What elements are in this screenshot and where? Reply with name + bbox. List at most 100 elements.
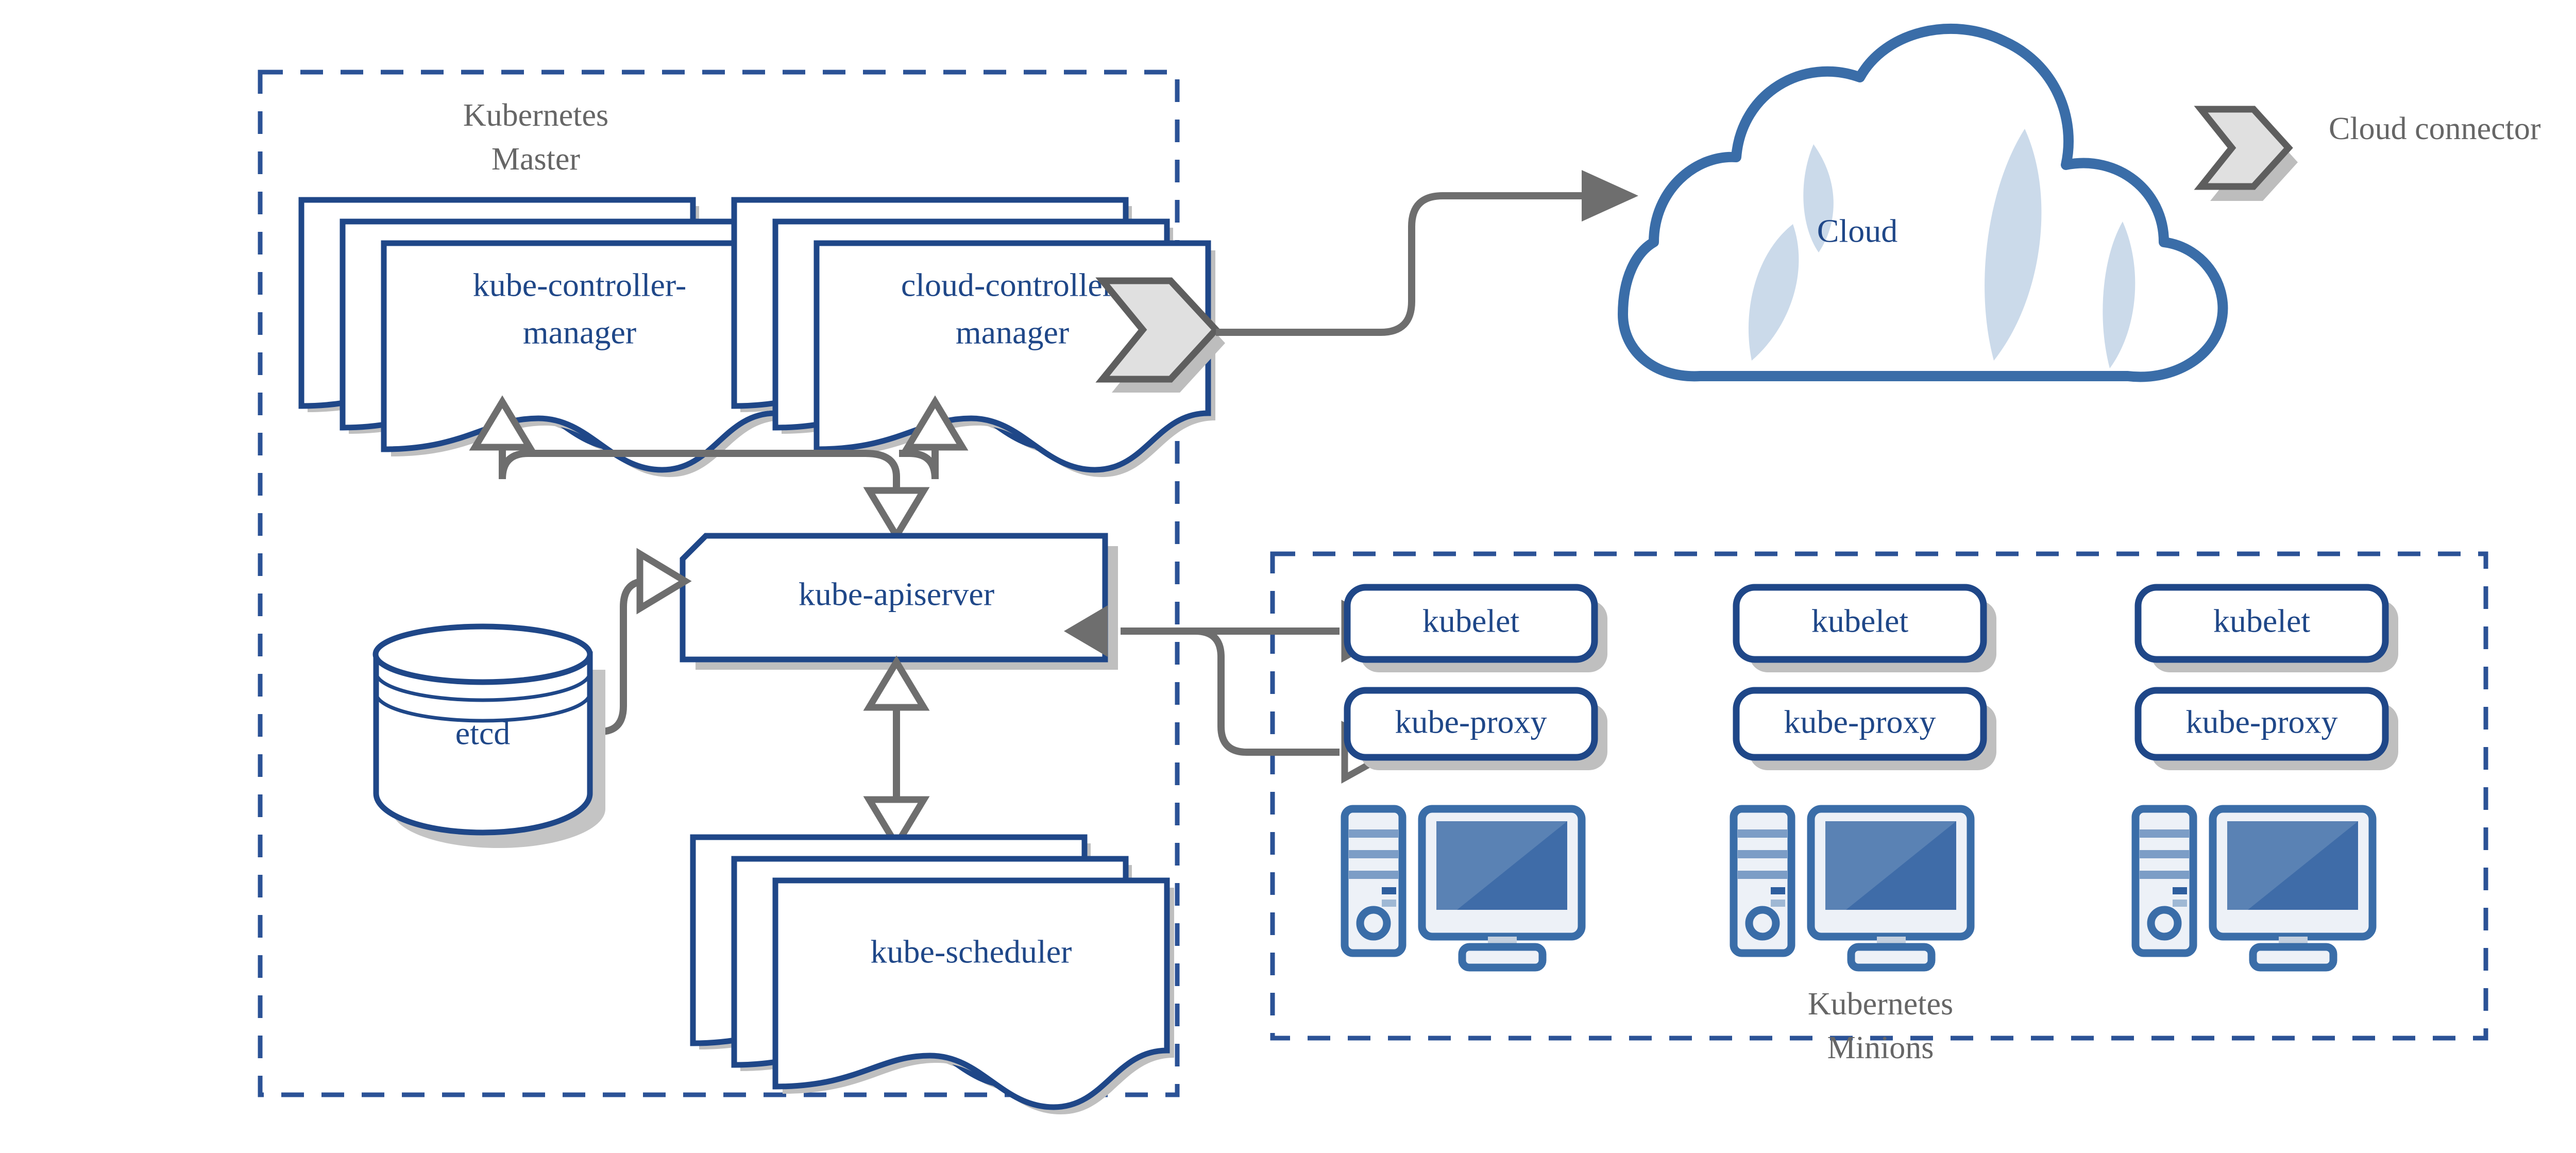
minion-node-3: kubelet kube-proxy [2131,584,2398,972]
kubelet-label: kubelet [1811,603,1909,639]
master-dashed-border [258,70,1180,1097]
etcd-body [373,651,593,836]
kube-proxy-label: kube-proxy [1395,704,1547,740]
arrowhead-to-cloud [1582,170,1638,222]
pc-power-button [1745,906,1780,941]
minion-node-1: kubelet kube-proxy [1341,584,1607,972]
cloud-controller-manager-label-line1: cloud-controller- [901,267,1124,303]
kube-controller-manager[interactable]: kube-controller- manager [298,197,783,477]
pc-band-1 [1738,829,1787,838]
cloud-leaf-1 [1803,144,1834,252]
connector-apiserver-to-controller-managers [469,395,969,542]
kubelet-label: kubelet [1422,603,1520,639]
cloud-outline [1618,23,2228,382]
pc-monitor-stand [1458,943,1547,972]
pc-band-3 [2140,871,2189,879]
kube-proxy-label: kube-proxy [2185,704,2337,740]
pc-led-light [1771,900,1785,907]
connector-cloud-controller-manager-to-cloud [1216,170,1638,336]
pc-monitor-stand [1847,943,1936,972]
kubelet-label: kubelet [2213,603,2311,639]
etcd[interactable]: etcd [372,623,605,848]
arrowhead-up-kcm [469,395,536,451]
apiserver-box [680,533,1108,663]
kube-proxy-box-1[interactable]: kube-proxy [1344,687,1607,770]
kube-apiserver[interactable]: kube-apiserver [680,533,1118,670]
cloud-label: Cloud [1817,213,1897,249]
pc-led-dark [2173,887,2187,894]
pc-led-dark [1771,887,1785,894]
pc-power-button [2147,906,2182,941]
kube-controller-manager-label-line1: kube-controller- [473,267,687,303]
pc-band-3 [1738,871,1787,879]
kube-proxy-rect [1344,687,1598,761]
workstation-icon-1 [1341,805,1586,972]
pc-screen-gloss [1846,821,1956,910]
cloud-controller-manager[interactable]: cloud-controller- manager [731,197,1215,477]
kube-proxy-box-3[interactable]: kube-proxy [2134,687,2398,770]
doc-sheet-front [814,240,1211,473]
arrowhead-down-apiserver [863,487,930,542]
arrowhead-up-ccm [902,395,969,451]
etcd-label: etcd [455,715,511,752]
cloud[interactable]: Cloud [1618,23,2228,382]
master-group-label-line2: Master [492,142,581,177]
minions-group-label: Kubernetes Minions [1808,987,1953,1065]
kubelet-rect [1733,584,1987,663]
doc-sheet-front [381,240,778,473]
connector-line [1216,192,1587,336]
kubernetes-master-group: Kubernetes Master [258,70,1180,1097]
kubelet-box-2[interactable]: kubelet [1733,584,1996,672]
cloud-leaf-2 [1748,224,1799,361]
minions-group-label-line2: Minions [1827,1030,1934,1065]
arrowhead-down-scheduler [863,796,930,852]
workstation-icon-2 [1730,805,1975,972]
kube-apiserver-label: kube-apiserver [799,576,994,613]
kubelet-box-1[interactable]: kubelet [1344,584,1607,672]
etcd-connector-line [592,578,647,735]
kube-proxy-rect [1733,687,1987,761]
minions-group-label-line1: Kubernetes [1808,987,1953,1022]
kubelet-rect [1344,584,1598,663]
legend-label: Cloud connector [2329,111,2541,146]
pc-band-2 [1738,850,1787,858]
branch-line-to-kube-proxy [1121,628,1340,756]
etcd-ring-1 [374,672,592,702]
pc-screen-gloss [1457,821,1567,910]
pc-power-button [1356,906,1391,941]
pc-screen-gloss [2248,821,2358,910]
pc-monitor-stand [2249,943,2337,972]
etcd-top-ellipse [372,623,593,685]
pc-band-3 [1349,871,1398,879]
kube-scheduler[interactable]: kube-scheduler [690,834,1174,1114]
kube-proxy-rect [2134,687,2389,761]
pc-led-light [1382,900,1396,907]
arrowhead-right-apiserver [636,548,692,615]
cloud-connector-icon [2194,106,2293,190]
etcd-ring-2 [374,692,592,723]
arrowhead-up-apiserver [863,655,930,711]
chevron-shape [1095,277,1221,383]
cloud-leaf-4 [2103,222,2136,368]
cloud-connector-icon-on-cloud-controller-manager [1095,277,1225,393]
bus-right-segment [899,450,939,480]
pc-led-light [2173,900,2187,907]
pc-band-2 [2140,850,2189,858]
legend: Cloud connector [2194,106,2541,201]
pc-band-2 [1349,850,1398,858]
connector-apiserver-to-kube-scheduler [863,655,930,852]
kubelet-rect [2134,584,2389,663]
kube-proxy-box-2[interactable]: kube-proxy [1733,687,1996,770]
kube-scheduler-label: kube-scheduler [871,934,1072,970]
kubelet-box-3[interactable]: kubelet [2134,584,2398,672]
workstation-icon-3 [2131,805,2377,972]
pc-led-dark [1382,887,1396,894]
cloud-leaf-3 [1985,129,2042,361]
minions-dashed-border [1270,551,2488,1041]
minion-node-2: kubelet kube-proxy [1730,584,1996,972]
cloud-controller-manager-label-line2: manager [956,314,1069,351]
doc-sheet-front [772,877,1170,1110]
pc-band-1 [2140,829,2189,838]
kube-proxy-label: kube-proxy [1784,704,1936,740]
